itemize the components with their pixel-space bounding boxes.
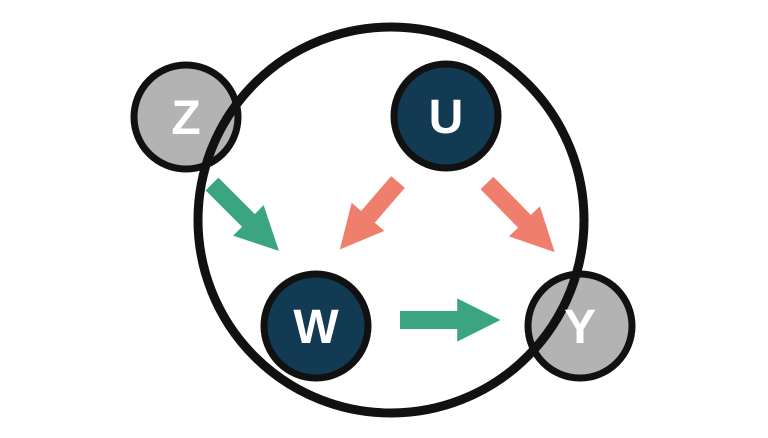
edge-u-to-w-arrow [339,176,405,250]
node-z-label: Z [171,92,200,145]
edge-u-to-y-arrow [480,176,555,253]
outer-circle [193,22,589,418]
node-w-circle [260,270,372,382]
node-w-label: W [293,301,339,354]
node-y-label: Y [564,301,596,354]
node-u-label: U [429,91,464,144]
edge-z-to-w-arrow [205,177,279,251]
node-u-circle [390,60,502,172]
